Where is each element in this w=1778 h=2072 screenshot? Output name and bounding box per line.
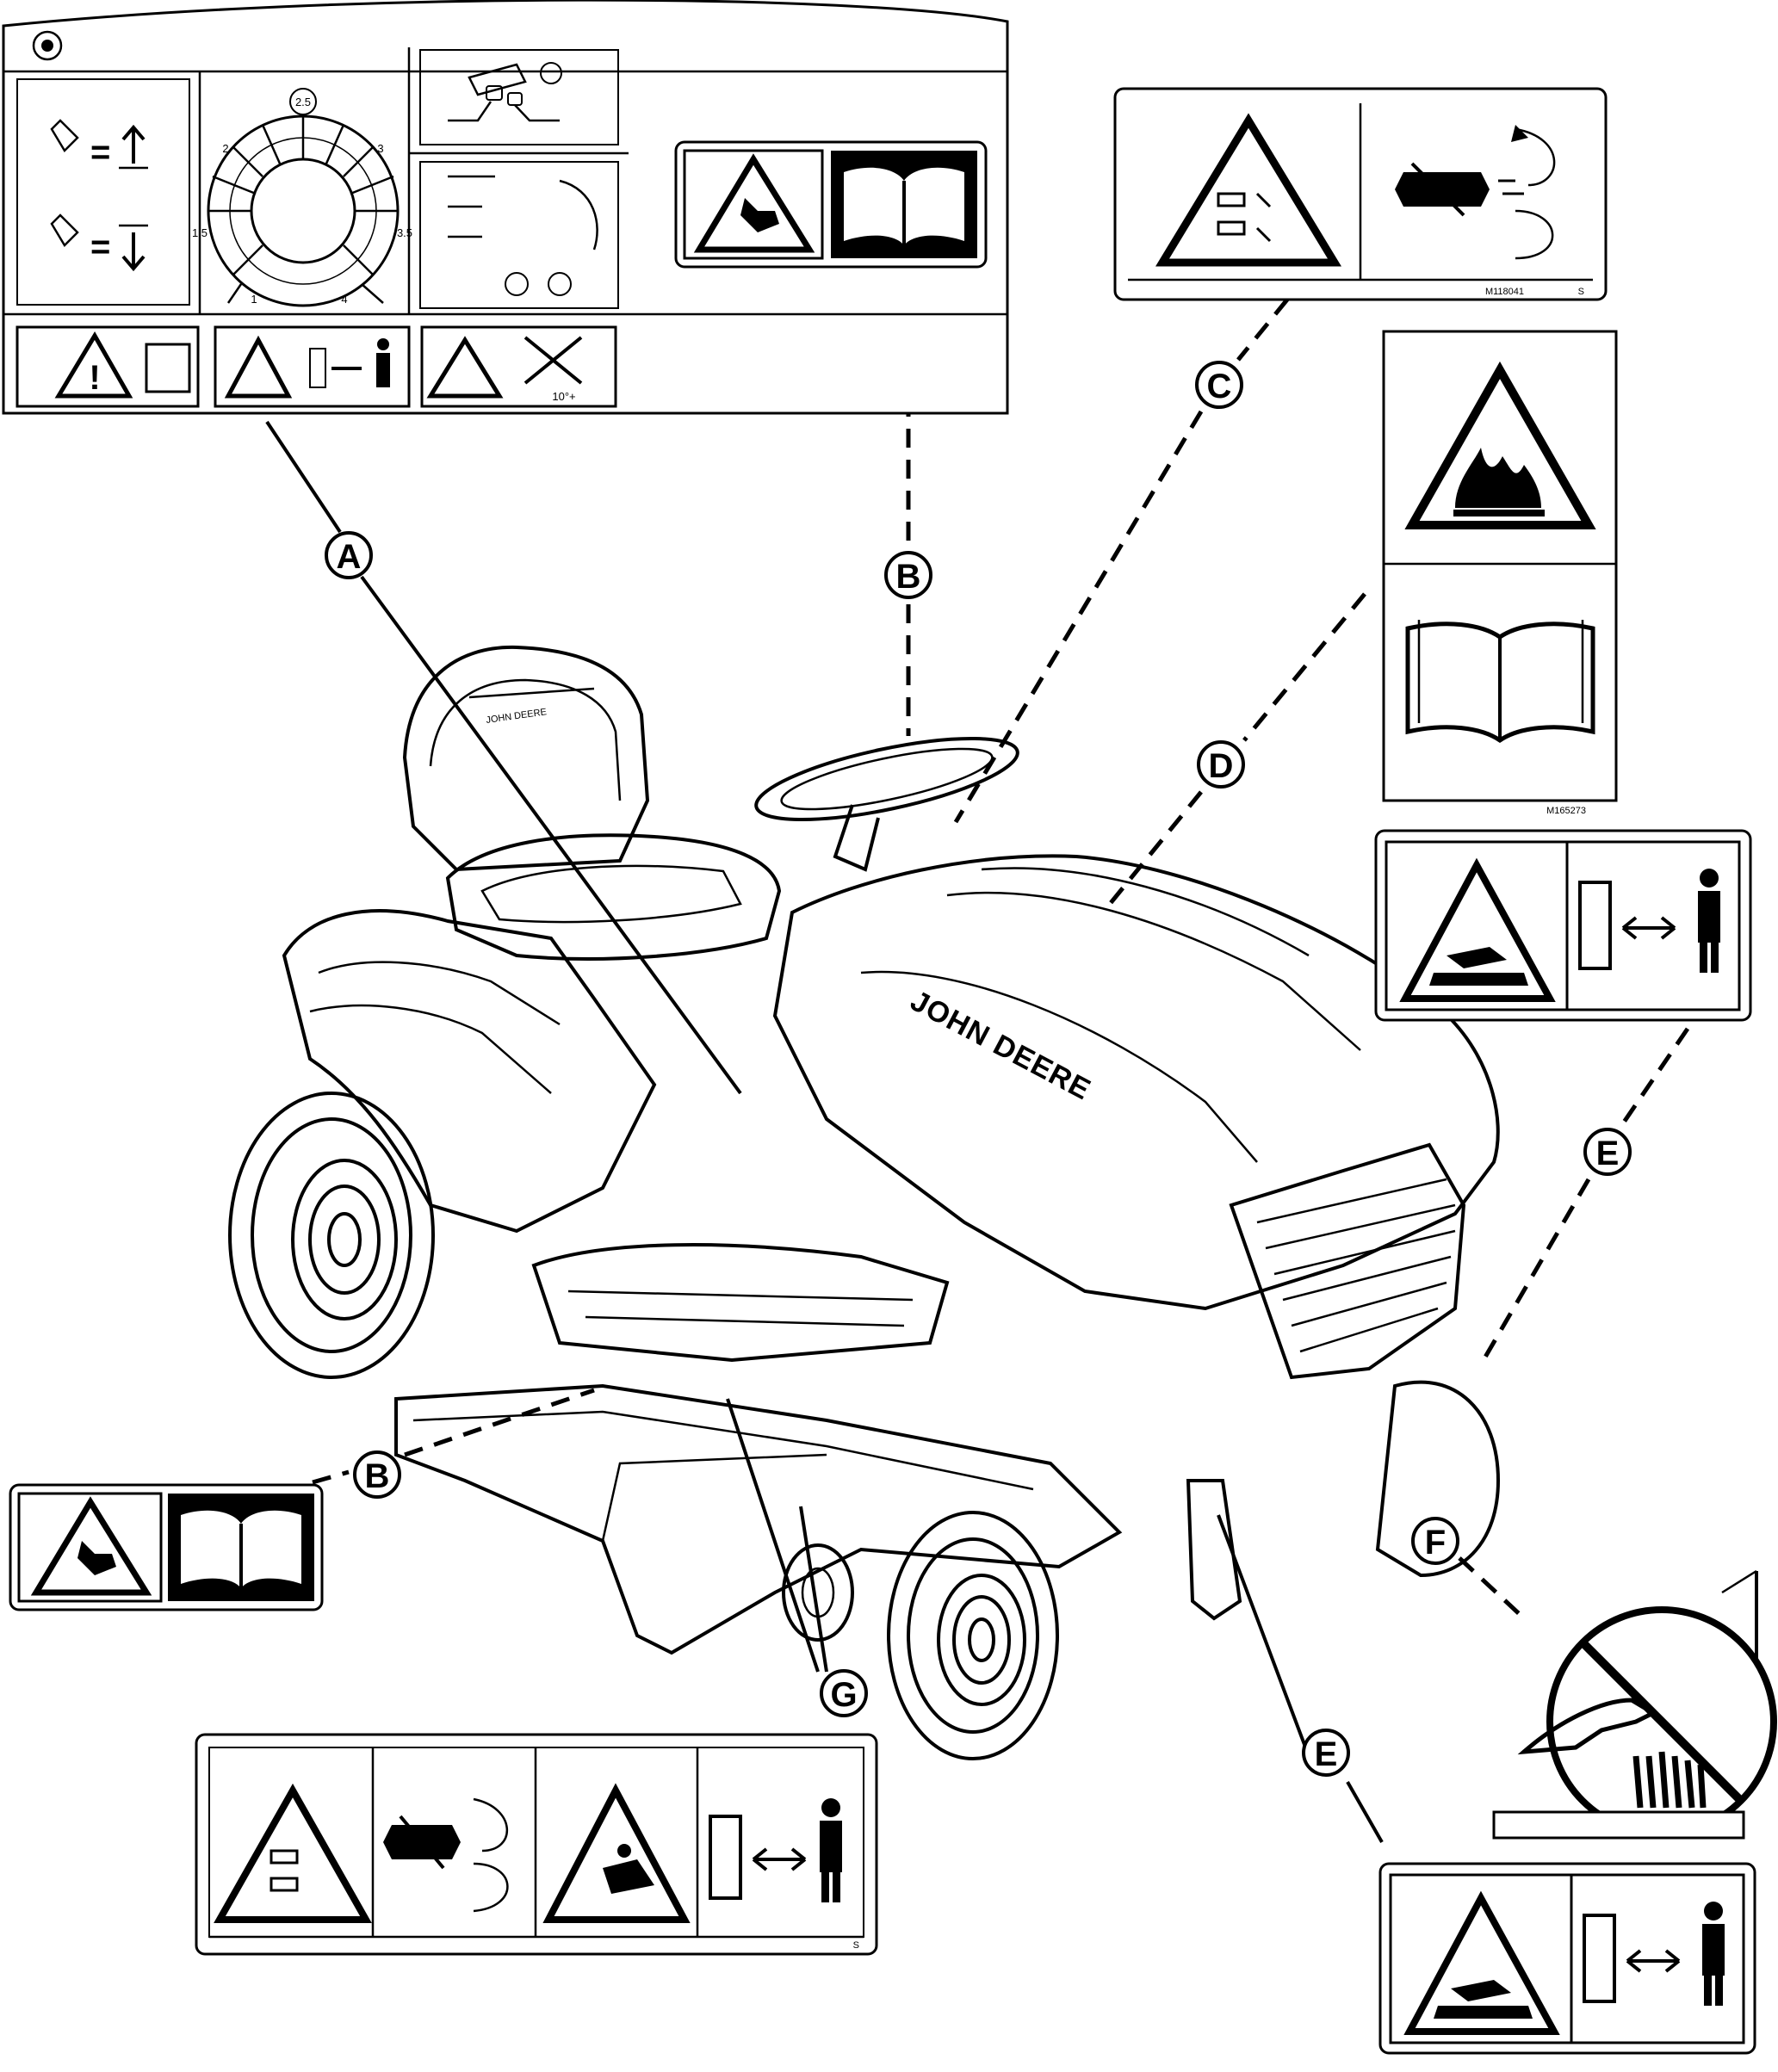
svg-text:S: S [853,1940,859,1951]
svg-text:!: ! [89,359,100,397]
svg-text:2.5: 2.5 [295,96,311,108]
callout-c: C [1195,361,1243,409]
steering-wheel [754,736,1019,872]
svg-text:D: D [1209,747,1234,785]
svg-text:C: C [1207,368,1232,405]
svg-text:=: = [90,228,110,266]
svg-text:B: B [896,558,921,596]
decal-e-upper [1374,829,1752,1022]
svg-text:E: E [1315,1735,1338,1773]
decal-d: M165273 [1382,330,1618,816]
svg-text:=: = [90,133,110,171]
svg-text:G: G [830,1676,857,1714]
svg-text:JOHN DEERE: JOHN DEERE [486,707,548,726]
callout-g: G [820,1669,868,1717]
svg-text:3.5: 3.5 [397,226,412,239]
seat: JOHN DEERE [402,645,782,961]
decal-g: S [195,1733,878,1956]
svg-text:E: E [1596,1135,1620,1172]
svg-text:B: B [365,1457,390,1495]
callout-e-lower: E [1302,1729,1350,1777]
decal-b-left [9,1483,324,1611]
decal-b-top [674,140,988,269]
svg-text:3: 3 [377,142,383,155]
callout-f: F [1411,1517,1459,1565]
svg-text:S: S [1578,287,1584,297]
svg-text:A: A [337,538,362,576]
decal-a-operator-panel: = = 2.5 2 3 1.5 3.5 [2,0,1009,415]
hood-brand: JOHN DEERE [905,985,1096,1107]
svg-text:M118041: M118041 [1485,287,1524,297]
svg-text:2: 2 [222,142,228,155]
svg-text:4: 4 [341,293,347,306]
svg-text:1: 1 [251,293,257,306]
svg-text:1.5: 1.5 [192,226,208,239]
height-of-cut-dial: 2.5 2 3 1.5 3.5 1 4 [192,88,412,307]
mower-deck [394,1383,1123,1655]
decal-f [1492,1569,1777,1840]
decal-e-lower [1378,1862,1756,2055]
rear-left-wheel [228,1092,435,1379]
lawn-tractor-illustration: JOHN DEERE JOHN DEERE [228,645,1501,1760]
svg-text:F: F [1425,1524,1446,1562]
svg-text:M165273: M165273 [1546,806,1586,816]
callout-b-left: B [353,1450,401,1499]
callout-a: A [325,531,373,579]
callout-b-top: B [884,551,932,599]
front-left-wheel [887,1511,1059,1760]
callout-d: D [1197,740,1245,789]
svg-text:10°+: 10°+ [552,390,575,403]
decal-c: M118041 S [1113,87,1608,301]
callout-e-upper: E [1583,1128,1632,1176]
